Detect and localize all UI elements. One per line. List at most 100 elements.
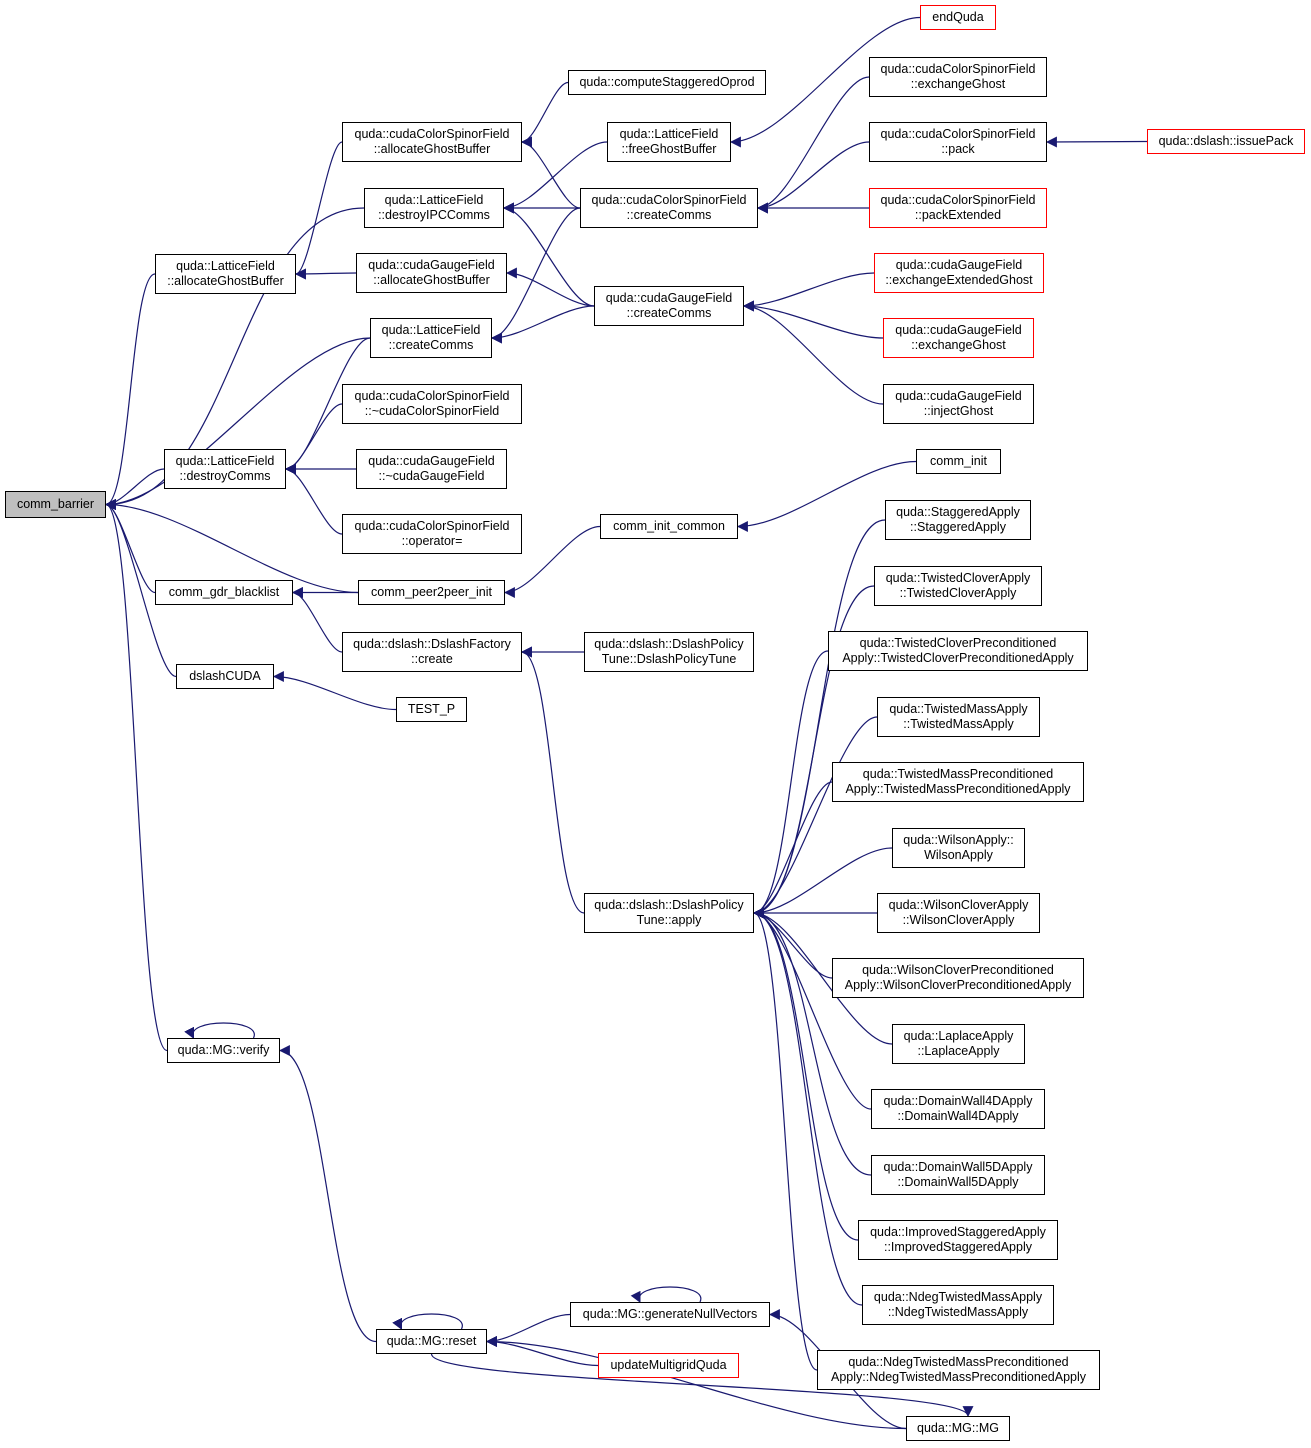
- edge-comm-init-to-comm-init-common: [736, 460, 917, 532]
- edge-gf-inject-to-gf-createComms: [742, 300, 884, 405]
- node-label: ::~cudaGaugeField: [378, 469, 485, 483]
- node-mg-verify[interactable]: quda::MG::verify: [167, 1038, 280, 1063]
- node-comm-gdr-blacklist[interactable]: comm_gdr_blacklist: [155, 580, 293, 605]
- node-label: quda::MG::reset: [386, 1334, 477, 1348]
- node-gf-allocGhost[interactable]: quda::cudaGaugeField::allocateGhostBuffe…: [356, 253, 507, 293]
- node-dslash-factory[interactable]: quda::dslash::DslashFactory::create: [342, 632, 522, 672]
- edge-gf-exchGhost-to-gf-createComms: [742, 300, 884, 339]
- edge-csf-opeq-to-lf-destroyComms: [284, 463, 343, 535]
- node-issuePack[interactable]: quda::dslash::issuePack: [1147, 129, 1305, 154]
- node-dw4[interactable]: quda::DomainWall4DApply::DomainWall4DApp…: [871, 1089, 1045, 1129]
- node-label: comm_barrier: [16, 497, 95, 511]
- node-wilson[interactable]: quda::WilsonApply::WilsonApply: [892, 828, 1025, 868]
- node-label: ::createComms: [626, 306, 712, 320]
- node-label: ::exchangeGhost: [911, 338, 1006, 352]
- edge-tcp-to-dpt-apply: [752, 650, 829, 919]
- edge-laplace-to-dpt-apply: [752, 907, 893, 1045]
- node-csf-exchGhost[interactable]: quda::cudaColorSpinorField::exchangeGhos…: [869, 57, 1047, 97]
- node-label: quda::dslash::issuePack: [1158, 134, 1294, 148]
- edge-mg-reset-to-mg-verify: [278, 1045, 377, 1343]
- node-label: Apply::TwistedMassPreconditionedApply: [845, 782, 1071, 796]
- node-dslashCUDA[interactable]: dslashCUDA: [176, 664, 274, 689]
- node-label: quda::DomainWall5DApply: [883, 1160, 1033, 1174]
- edge-endQuda-to-lf-freeGhost: [729, 16, 921, 148]
- node-lf-createComms[interactable]: quda::LatticeField::createComms: [370, 318, 492, 358]
- node-label: Apply::WilsonCloverPreconditionedApply: [844, 978, 1072, 992]
- node-lf-destroyIPC[interactable]: quda::LatticeField::destroyIPCComms: [364, 188, 504, 228]
- node-laplace[interactable]: quda::LaplaceApply::LaplaceApply: [892, 1024, 1025, 1064]
- node-csf-packExt[interactable]: quda::cudaColorSpinorField::packExtended: [869, 188, 1047, 228]
- node-label: quda::cudaColorSpinorField: [880, 62, 1036, 76]
- node-label: ::ImprovedStaggeredApply: [883, 1240, 1032, 1254]
- node-comm-peer2peer-init[interactable]: comm_peer2peer_init: [358, 580, 505, 605]
- node-lf-allocGhost[interactable]: quda::LatticeField::allocateGhostBuffer: [155, 254, 296, 294]
- node-label: quda::TwistedCloverPreconditioned: [859, 636, 1057, 650]
- edge-lf-allocGhost-to-comm-barrier: [104, 273, 156, 510]
- node-label: quda::MG::verify: [177, 1043, 270, 1057]
- edge-comm-peer2peer-init-to-comm-barrier: [104, 499, 359, 594]
- node-gf-dtor[interactable]: quda::cudaGaugeField::~cudaGaugeField: [356, 449, 507, 489]
- node-csf-dtor[interactable]: quda::cudaColorSpinorField::~cudaColorSp…: [342, 384, 522, 424]
- node-compute-stag[interactable]: quda::computeStaggeredOprod: [568, 70, 766, 95]
- edge-dslashCUDA-to-comm-barrier: [104, 499, 177, 678]
- node-test-p[interactable]: TEST_P: [396, 697, 467, 722]
- node-label: quda::cudaColorSpinorField: [354, 519, 510, 533]
- node-label: WilsonApply: [924, 848, 993, 862]
- node-label: comm_peer2peer_init: [371, 585, 492, 599]
- node-istag[interactable]: quda::ImprovedStaggeredApply::ImprovedSt…: [858, 1220, 1058, 1260]
- node-label: quda::NdegTwistedMassApply: [873, 1290, 1043, 1304]
- node-label: ::allocateGhostBuffer: [373, 273, 490, 287]
- edge-csf-pack-to-csf-createComms: [756, 141, 870, 214]
- node-ndeg[interactable]: quda::NdegTwistedMassApply::NdegTwistedM…: [862, 1285, 1054, 1325]
- node-csf-allocGhost[interactable]: quda::cudaColorSpinorField::allocateGhos…: [342, 122, 522, 162]
- edge-ndeg-to-dpt-apply: [752, 907, 863, 1306]
- node-label: ::destroyComms: [179, 469, 271, 483]
- node-comm-init[interactable]: comm_init: [916, 449, 1001, 474]
- edge-mg-genNull-to-mg-genNull: [630, 1286, 702, 1303]
- node-stag[interactable]: quda::StaggeredApply::StaggeredApply: [885, 500, 1031, 540]
- node-csf-createComms[interactable]: quda::cudaColorSpinorField::createComms: [580, 188, 758, 228]
- node-csf-pack[interactable]: quda::cudaColorSpinorField::pack: [869, 122, 1047, 162]
- node-label: ::exchangeExtendedGhost: [885, 273, 1033, 287]
- node-mg-reset[interactable]: quda::MG::reset: [376, 1329, 487, 1354]
- node-label: ::NdegTwistedMassApply: [887, 1305, 1029, 1319]
- node-lf-destroyComms[interactable]: quda::LatticeField::destroyComms: [164, 449, 286, 489]
- node-endQuda[interactable]: endQuda: [920, 5, 996, 30]
- node-tc[interactable]: quda::TwistedCloverApply::TwistedCloverA…: [874, 566, 1042, 606]
- edge-wilson-to-dpt-apply: [752, 847, 893, 919]
- node-label: ::TwistedCloverApply: [899, 586, 1017, 600]
- edge-ndegp-to-dpt-apply: [752, 907, 818, 1371]
- node-wc[interactable]: quda::WilsonCloverApply::WilsonCloverApp…: [877, 893, 1040, 933]
- node-gf-inject[interactable]: quda::cudaGaugeField::injectGhost: [883, 384, 1034, 424]
- node-label: quda::WilsonCloverPreconditioned: [862, 963, 1054, 977]
- node-label: updateMultigridQuda: [610, 1358, 727, 1372]
- node-gf-exchExt[interactable]: quda::cudaGaugeField::exchangeExtendedGh…: [874, 253, 1044, 293]
- node-updateMG[interactable]: updateMultigridQuda: [598, 1353, 739, 1378]
- node-csf-opeq[interactable]: quda::cudaColorSpinorField::operator=: [342, 514, 522, 554]
- node-label: quda::cudaGaugeField: [368, 258, 495, 272]
- node-label: Tune::DslashPolicyTune: [601, 652, 737, 666]
- node-label: quda::cudaGaugeField: [605, 291, 733, 305]
- node-label: TEST_P: [407, 702, 456, 716]
- node-gf-createComms[interactable]: quda::cudaGaugeField::createComms: [594, 286, 744, 326]
- node-dw5[interactable]: quda::DomainWall5DApply::DomainWall5DApp…: [871, 1155, 1045, 1195]
- node-label: quda::cudaGaugeField: [368, 454, 495, 468]
- node-mg-mg[interactable]: quda::MG::MG: [906, 1416, 1010, 1441]
- edge-tm-to-dpt-apply: [752, 716, 878, 919]
- node-tm[interactable]: quda::TwistedMassApply::TwistedMassApply: [877, 697, 1040, 737]
- node-label: quda::dslash::DslashFactory: [353, 637, 511, 651]
- node-label: ::createComms: [388, 338, 474, 352]
- node-comm-init-common[interactable]: comm_init_common: [600, 514, 738, 539]
- node-mg-genNull[interactable]: quda::MG::generateNullVectors: [570, 1302, 770, 1327]
- node-label: ::allocateGhostBuffer: [167, 274, 284, 288]
- node-label: ::DomainWall5DApply: [897, 1175, 1019, 1189]
- node-gf-exchGhost[interactable]: quda::cudaGaugeField::exchangeGhost: [883, 318, 1034, 358]
- node-lf-freeGhost[interactable]: quda::LatticeField::freeGhostBuffer: [607, 122, 731, 162]
- edge-csf-createComms-to-csf-allocGhost: [520, 136, 581, 209]
